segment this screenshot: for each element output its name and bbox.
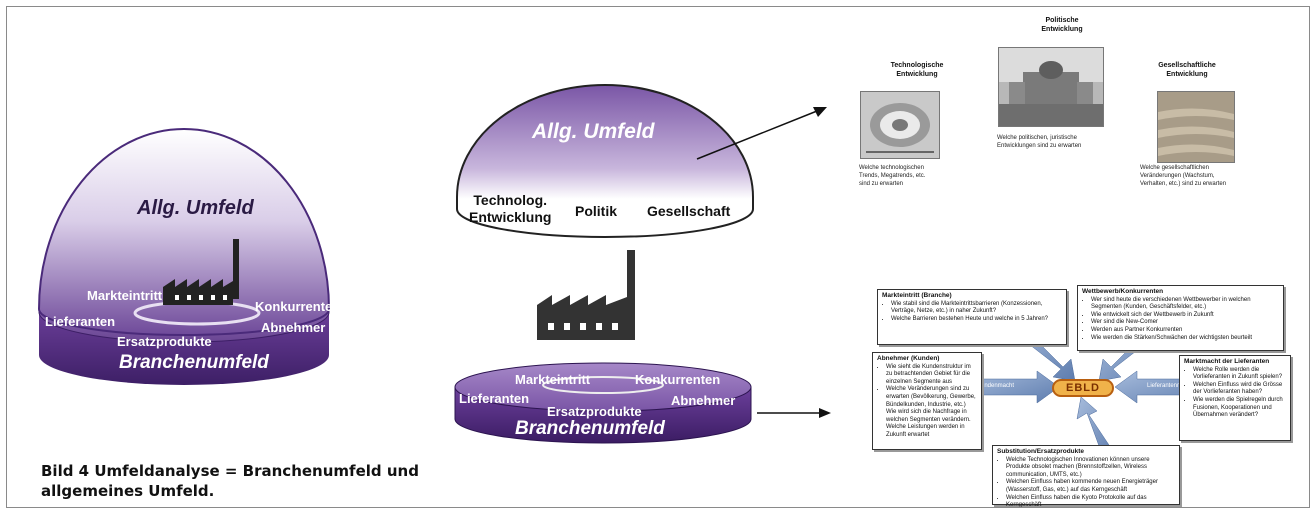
box-wettbewerb-item: Werden aus Partner Konkurrenten: [1091, 327, 1279, 335]
box-substitution-item: Welchen Einfluss haben kommende neuen En…: [1006, 479, 1175, 494]
box-abnehmer: Abnehmer (Kunden) Wie sieht die Kundenst…: [872, 352, 982, 450]
factory-icon: [163, 239, 239, 305]
box-wettbewerb-item: Wie entwickelt sich der Wettbewerb in Zu…: [1091, 312, 1279, 320]
left-ersatzprodukte-label: Ersatzprodukte: [117, 334, 212, 349]
ges-title: Gesellschaftliche Entwicklung: [1158, 62, 1216, 78]
center-dome-title: Allg. Umfeld: [532, 120, 655, 143]
tech-text: Welche technologischen Trends, Megatrend…: [859, 165, 926, 187]
center-dome-gesellschaft: Gesellschaft: [647, 203, 731, 219]
box-substitution-item: Welche Technologischen Innovationen könn…: [1006, 457, 1175, 480]
arrow-label-kundenmacht: Kundenmacht: [977, 383, 1015, 389]
figure-caption: Bild 4 Umfeldanalyse = Branchenumfeld un…: [41, 462, 419, 500]
ges-photo: [1157, 91, 1235, 163]
box-lieferanten-title: Marktmacht der Lieferanten: [1184, 358, 1270, 365]
box-lieferanten-item: Welchen Einfluss wird die Grösse der Vor…: [1193, 382, 1286, 397]
tech-title: Technologische Entwicklung: [890, 62, 944, 78]
center-markteintritt-label: Markteintritt: [515, 372, 591, 387]
arrow-disk-to-porter: [757, 408, 831, 418]
pol-text: Welche politischen, juristische Entwickl…: [997, 135, 1082, 149]
center-disk: [454, 362, 752, 444]
center-factory-icon: [537, 250, 635, 340]
center-dome: [456, 84, 754, 238]
ges-text: Welche gesellschaftlichen Veränderungen …: [1140, 165, 1227, 187]
center-base-label: Branchenumfeld: [515, 418, 665, 439]
box-lieferanten-item: Wie werden die Spielregeln durch Fusione…: [1193, 397, 1286, 420]
left-abnehmer-label: Abnehmer: [261, 320, 326, 335]
box-markteintritt: Markteintritt (Branche) Wie stabil sind …: [877, 289, 1067, 345]
left-dome-diagram: [37, 128, 331, 385]
box-markteintritt-title: Markteintritt (Branche): [882, 292, 952, 299]
box-abnehmer-item: Wie sieht die Kundenstruktur im zu betra…: [886, 364, 977, 387]
center-dome-technolog: Technolog. Entwicklung: [469, 192, 552, 225]
center-dome-politik: Politik: [575, 203, 618, 219]
box-wettbewerb-item: Wie werden die Stärken/Schwächen der wic…: [1091, 335, 1279, 343]
left-markteintritt-label: Markteintritt: [87, 288, 163, 303]
box-substitution-item: Welchen Einfluss haben die Kyoto Protoko…: [1006, 495, 1175, 507]
ebld-logo: EBLD: [1052, 379, 1114, 397]
box-abnehmer-item: Welche Veränderungen sind zu erwarten (B…: [886, 386, 977, 439]
box-abnehmer-title: Abnehmer (Kunden): [877, 355, 940, 362]
center-abnehmer-label: Abnehmer: [671, 393, 736, 408]
pol-title: Politische Entwicklung: [1041, 17, 1083, 33]
figure-frame: Allg. Umfeld Markteintritt Konkurrenten …: [6, 6, 1310, 508]
left-base-label: Branchenumfeld: [119, 352, 269, 373]
box-markteintritt-item: Welche Barrieren bestehen Heute und welc…: [891, 316, 1062, 324]
box-wettbewerb-title: Wettbewerb/Konkurrenten: [1082, 288, 1164, 295]
box-substitution-title: Substitution/Ersatzprodukte: [997, 448, 1085, 455]
box-wettbewerb-item: Wer sind heute die verschiedenen Wettbew…: [1091, 297, 1279, 312]
box-markteintritt-item: Wie stabil sind die Markteintrittsbarrie…: [891, 301, 1062, 316]
tech-photo: [860, 91, 940, 159]
center-lieferanten-label: Lieferanten: [459, 391, 530, 406]
box-substitution: Substitution/Ersatzprodukte Welche Techn…: [992, 445, 1180, 507]
box-wettbewerb-item: Wer sind die New-Comer: [1091, 319, 1279, 327]
box-lieferanten-item: Welche Rolle werden die Vorlieferanten i…: [1193, 367, 1286, 382]
arrow-label-lieferantenmacht: Lieferantenmacht: [1147, 383, 1194, 389]
center-ersatzprodukte-label: Ersatzprodukte: [547, 404, 642, 419]
box-wettbewerb: Wettbewerb/Konkurrenten Wer sind heute d…: [1077, 285, 1284, 351]
arrow-dome-to-environment: [696, 107, 827, 160]
ebld-logo-text: EBLD: [1066, 382, 1100, 394]
center-konkurrenten-label: Konkurrenten: [635, 372, 721, 387]
left-lieferanten-label: Lieferanten: [45, 314, 116, 329]
box-lieferanten: Marktmacht der Lieferanten Welche Rolle …: [1179, 355, 1291, 441]
pol-photo: [998, 47, 1104, 127]
left-konkurrenten-label: Konkurrenten: [255, 299, 341, 314]
left-dome-label: Allg. Umfeld: [137, 197, 254, 219]
